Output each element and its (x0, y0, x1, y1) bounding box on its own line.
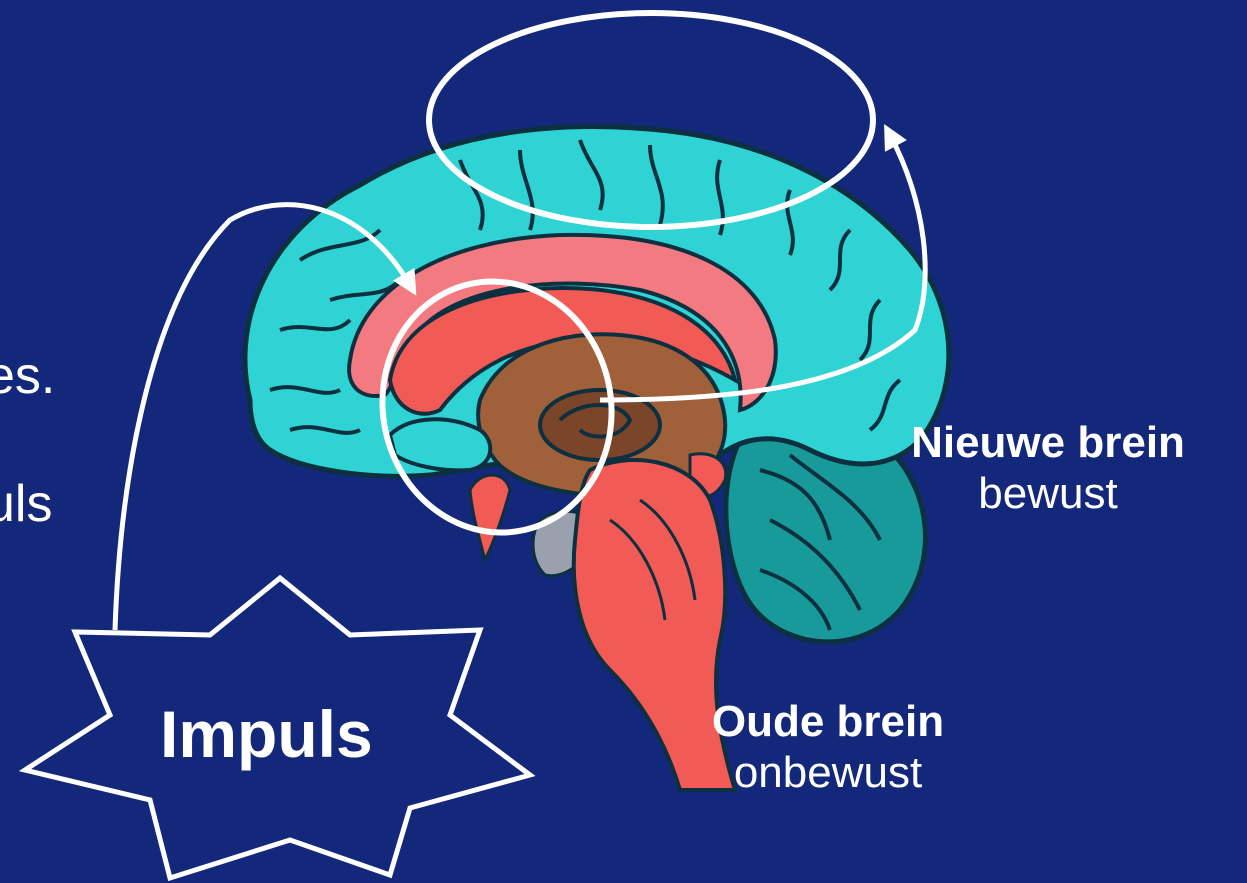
clipped-text-line-2: uls (0, 478, 52, 530)
new-brain-title: Nieuwe brein (880, 418, 1216, 469)
old-brain-title: Oude brein (686, 697, 970, 748)
clipped-text-line-1: es. (0, 350, 55, 402)
old-brain-label: Oude brein onbewust (686, 697, 970, 798)
impulse-label: Impuls (160, 696, 373, 772)
new-brain-subtitle: bewust (880, 469, 1216, 520)
old-brain-subtitle: onbewust (686, 748, 970, 799)
new-brain-label: Nieuwe brein bewust (880, 418, 1216, 519)
